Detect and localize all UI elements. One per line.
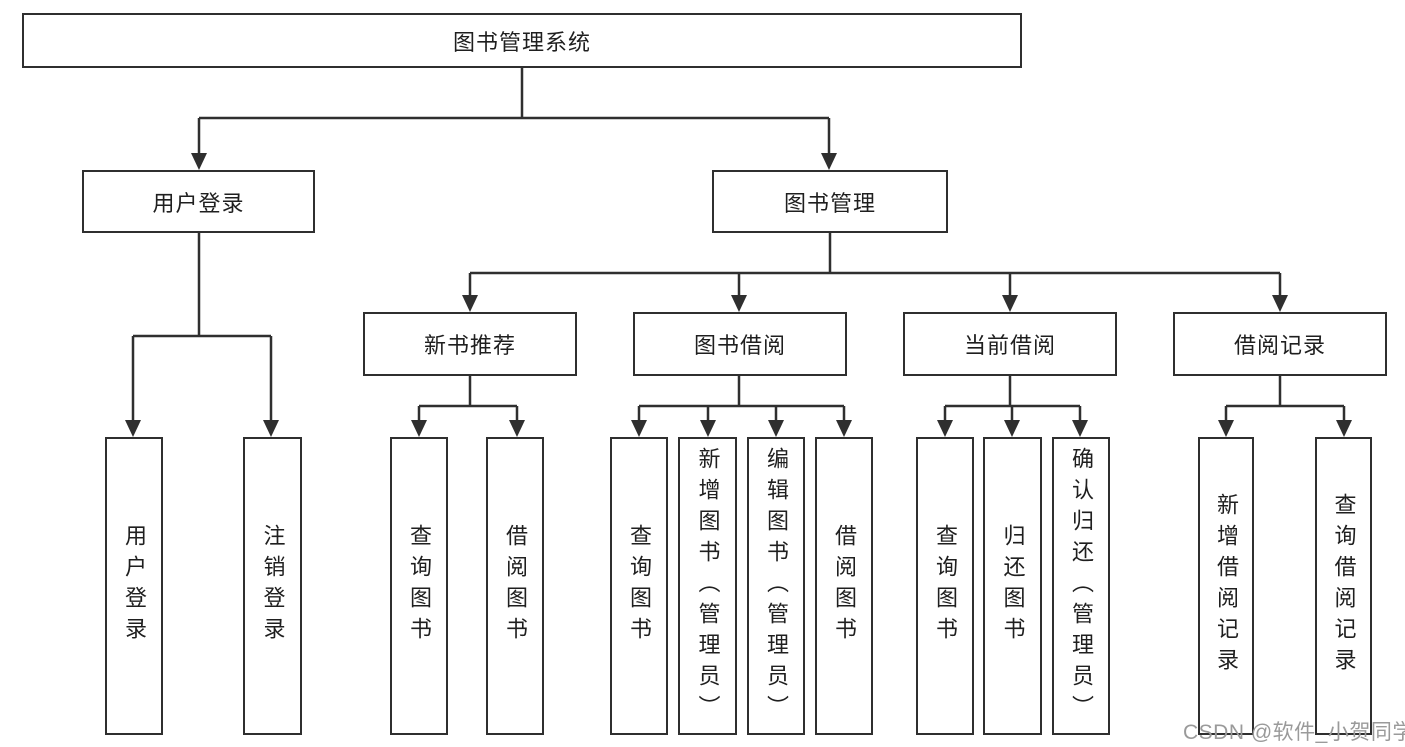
node-label: 图书管理系统	[452, 29, 591, 55]
node-book-management: 图书管理	[712, 170, 948, 233]
node-library-management-system: 图书管理系统	[22, 13, 1022, 68]
node-label: 用户登录	[152, 190, 245, 216]
node-user-login: 用户登录	[82, 170, 315, 233]
node-borrow-records: 借阅记录	[1173, 312, 1387, 376]
node-label: 新书推荐	[423, 333, 516, 358]
leaf-return-book: 归还图书	[983, 437, 1042, 735]
leaf-add-book-admin: 新增图书（管理员）	[678, 437, 737, 735]
leaf-query-borrow-record: 查询借阅记录	[1315, 437, 1372, 735]
node-current-borrow: 当前借阅	[903, 312, 1117, 376]
csdn-watermark: CSDN @软件_小贺同学	[1183, 721, 1405, 744]
leaf-query-books-current: 查询图书	[916, 437, 974, 735]
node-new-book-recommend: 新书推荐	[363, 312, 577, 376]
node-label: 图书借阅	[693, 333, 786, 358]
leaf-confirm-return-admin: 确认归还（管理员）	[1052, 437, 1110, 735]
leaf-borrow-books-recommend: 借阅图书	[486, 437, 544, 735]
leaf-logout: 注销登录	[243, 437, 302, 735]
node-label: 当前借阅	[963, 333, 1056, 358]
leaf-edit-book-admin: 编辑图书（管理员）	[747, 437, 805, 735]
leaf-add-borrow-record: 新增借阅记录	[1198, 437, 1254, 735]
leaf-borrow-books-borrow: 借阅图书	[815, 437, 873, 735]
node-label: 借阅记录	[1233, 333, 1326, 358]
node-label: 图书管理	[783, 190, 876, 216]
leaf-query-books-recommend: 查询图书	[390, 437, 448, 735]
leaf-query-books-borrow: 查询图书	[610, 437, 668, 735]
node-book-borrow: 图书借阅	[633, 312, 847, 376]
leaf-user-login: 用户登录	[105, 437, 163, 735]
